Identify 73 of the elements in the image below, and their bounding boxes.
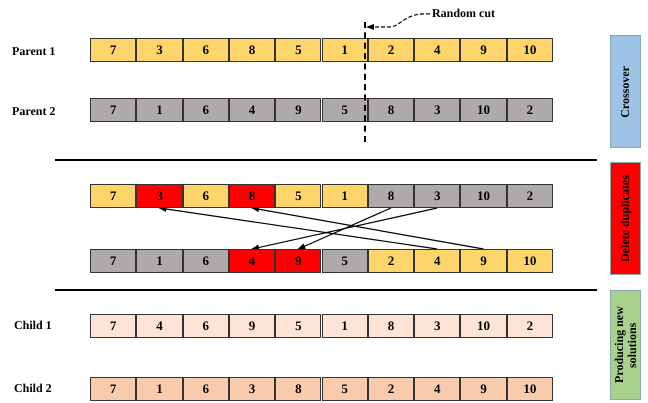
gene-cell: 7 [90,377,136,401]
gene-cell: 2 [506,98,553,122]
gene-cell: 7 [90,184,136,208]
cut-label: Random cut [432,6,512,22]
gene-cell: 4 [228,249,276,273]
gene-cell: 5 [275,38,322,62]
gene-cell: 1 [136,98,183,122]
gene-cell: 7 [90,314,136,338]
gene-cell: 3 [228,377,276,401]
gene-cell: 1 [322,184,368,208]
gene-cell: 7 [90,38,136,62]
gene-cell: 8 [368,184,414,208]
gene-cell: 3 [414,98,460,122]
gene-cell: 9 [275,98,322,122]
gene-cell: 4 [414,38,460,62]
gene-cell: 9 [460,38,507,62]
row-label: Parent 2 [12,104,56,119]
arrow [158,206,438,250]
gene-cell: 4 [414,249,460,273]
gene-cell: 8 [228,38,276,62]
gene-cell: 9 [228,314,276,338]
arrow [297,207,392,250]
gene-cell: 2 [506,314,553,338]
gene-cell: 8 [368,314,414,338]
gene-cell: 3 [414,314,460,338]
gene-cell: 10 [506,249,553,273]
gene-cell: 4 [414,377,460,401]
gene-cell: 10 [460,98,507,122]
gene-cell: 10 [506,38,553,62]
stage-label: Crossover [610,35,641,148]
gene-cell: 10 [460,314,507,338]
gene-cell: 8 [368,98,414,122]
stage-label: Delete duplicates [610,162,641,275]
gene-cell: 5 [275,184,322,208]
gene-cell: 6 [182,98,229,122]
leader-line [366,13,430,30]
gene-cell: 8 [275,377,322,401]
gene-cell: 9 [275,249,322,273]
gene-cell: 6 [182,314,229,338]
gene-cell: 2 [368,38,414,62]
gene-cell: 5 [322,377,368,401]
gene-cell: 6 [182,184,229,208]
gene-cell: 10 [460,184,507,208]
gene-cell: 5 [322,249,368,273]
gene-cell: 1 [136,249,183,273]
gene-cell: 1 [322,314,368,338]
stage-label: Producing new solutions [610,290,641,400]
gene-cell: 10 [506,377,553,401]
gene-cell: 6 [182,249,229,273]
gene-cell: 4 [136,314,183,338]
gene-cell: 2 [368,249,414,273]
gene-cell: 5 [322,98,368,122]
gene-cell: 9 [460,377,507,401]
arrow [251,207,438,250]
gene-cell: 8 [228,184,276,208]
gene-cell: 2 [368,377,414,401]
gene-cell: 3 [136,38,183,62]
gene-cell: 5 [275,314,322,338]
gene-cell: 2 [506,184,553,208]
gene-cell: 7 [90,98,136,122]
gene-cell: 1 [322,38,368,62]
gene-cell: 6 [182,38,229,62]
gene-cell: 6 [182,377,229,401]
gene-cell: 7 [90,249,136,273]
gene-cell: 9 [460,249,507,273]
gene-cell: 4 [228,98,276,122]
row-label: Child 1 [14,318,52,333]
row-label: Parent 1 [12,44,56,59]
arrow [251,206,484,250]
gene-cell: 3 [136,184,183,208]
row-label: Child 2 [14,381,52,396]
gene-cell: 3 [414,184,460,208]
gene-cell: 1 [136,377,183,401]
